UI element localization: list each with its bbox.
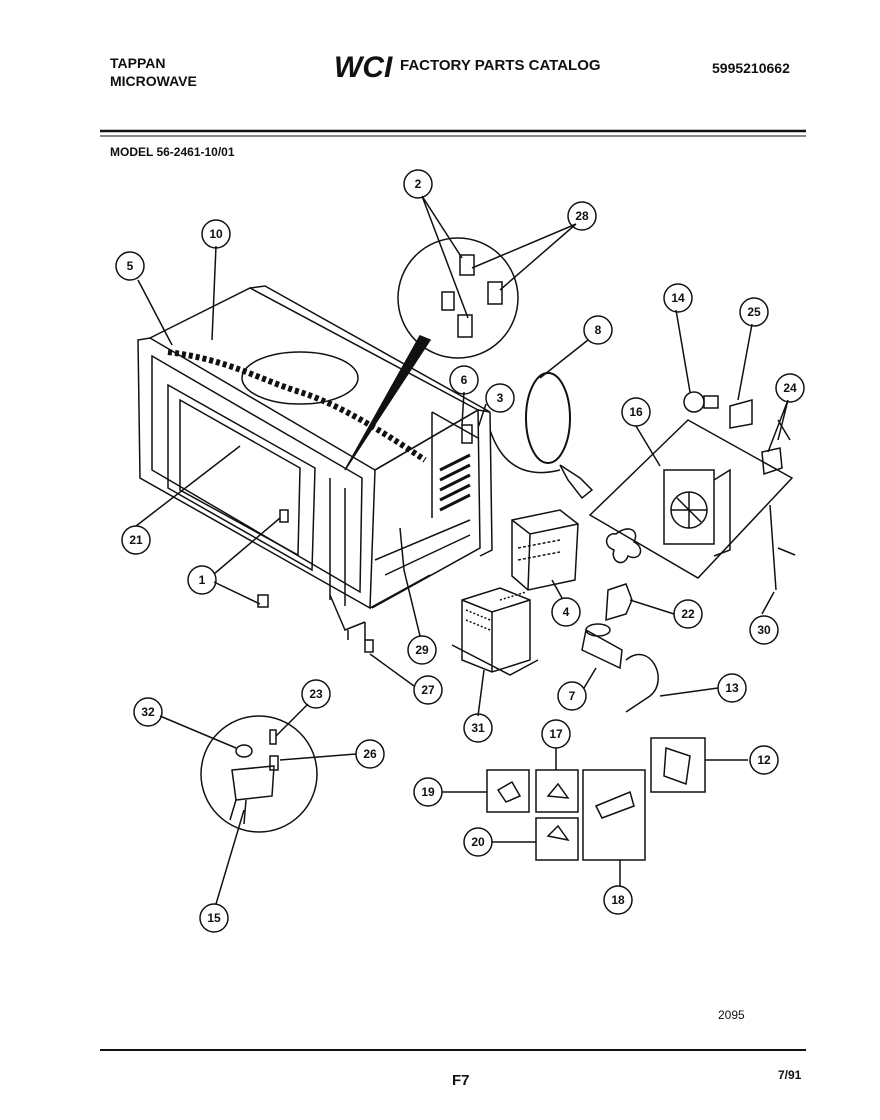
callout-10 bbox=[201, 219, 231, 249]
callout-27 bbox=[413, 675, 443, 705]
svg-text:WCI: WCI bbox=[334, 51, 393, 84]
callout-26 bbox=[355, 739, 385, 769]
callout-17 bbox=[541, 719, 571, 749]
callout-label-12: 12 bbox=[757, 753, 771, 767]
drawing-number: 2095 bbox=[718, 1008, 745, 1022]
callout-label-29: 29 bbox=[415, 643, 429, 657]
callout-5 bbox=[115, 251, 145, 281]
callout-label-24: 24 bbox=[783, 381, 797, 395]
fan-assembly-drawing bbox=[588, 419, 796, 591]
callout-label-27: 27 bbox=[421, 683, 435, 697]
callout-3 bbox=[485, 383, 515, 413]
callout-23 bbox=[301, 679, 331, 709]
callout-label-21: 21 bbox=[129, 533, 143, 547]
callout-label-10: 10 bbox=[209, 227, 223, 241]
callout-label-7: 7 bbox=[569, 689, 576, 703]
callout-14 bbox=[663, 283, 693, 313]
brand-name: TAPPAN bbox=[110, 55, 166, 71]
part-box-17 bbox=[535, 769, 579, 813]
lamp-socket-drawing bbox=[683, 391, 791, 476]
microwave-cabinet-drawing bbox=[137, 285, 493, 653]
callout-29 bbox=[407, 635, 437, 665]
callout-15 bbox=[199, 903, 229, 933]
callout-4 bbox=[551, 597, 581, 627]
callout-label-18: 18 bbox=[611, 893, 625, 907]
catalog-number: 5995210662 bbox=[712, 60, 790, 76]
part-box-20 bbox=[535, 817, 579, 861]
transformer-drawing bbox=[451, 587, 539, 676]
callout-label-30: 30 bbox=[757, 623, 771, 637]
callout-label-16: 16 bbox=[629, 405, 643, 419]
interlock-switch-inset bbox=[344, 237, 519, 471]
callout-label-28: 28 bbox=[575, 209, 589, 223]
callout-label-8: 8 bbox=[595, 323, 602, 337]
page-number: F7 bbox=[452, 1072, 470, 1089]
callout-label-26: 26 bbox=[363, 747, 377, 761]
magnetron-drawing bbox=[511, 509, 579, 591]
callout-circles bbox=[115, 169, 805, 933]
callout-30 bbox=[749, 615, 779, 645]
callout-label-3: 3 bbox=[497, 391, 504, 405]
callout-13 bbox=[717, 673, 747, 703]
callout-label-25: 25 bbox=[747, 305, 761, 319]
product-type: MICROWAVE bbox=[110, 73, 197, 89]
part-box-12 bbox=[650, 737, 706, 793]
callout-7 bbox=[557, 681, 587, 711]
power-cord-drawing bbox=[489, 372, 594, 500]
callout-18 bbox=[603, 885, 633, 915]
thermal-cutout-inset bbox=[200, 715, 318, 833]
capacitor-drawing bbox=[581, 583, 659, 713]
leader-lines bbox=[135, 195, 789, 905]
parts-boxes bbox=[486, 737, 706, 861]
callout-numbers: 5 10 2 28 8 6 3 21 1 29 27 31 4 16 14 25… bbox=[127, 177, 797, 925]
callout-22 bbox=[673, 599, 703, 629]
callout-label-2: 2 bbox=[415, 177, 422, 191]
callout-label-6: 6 bbox=[461, 373, 468, 387]
callout-2 bbox=[403, 169, 433, 199]
callout-label-14: 14 bbox=[671, 291, 685, 305]
callout-20 bbox=[463, 827, 493, 857]
callout-21 bbox=[121, 525, 151, 555]
callout-1 bbox=[187, 565, 217, 595]
part-box-19 bbox=[486, 769, 530, 813]
callout-label-5: 5 bbox=[127, 259, 134, 273]
callout-8 bbox=[583, 315, 613, 345]
callout-25 bbox=[739, 297, 769, 327]
date-code: 7/91 bbox=[778, 1068, 802, 1082]
callout-label-22: 22 bbox=[681, 607, 695, 621]
callout-label-32: 32 bbox=[141, 705, 155, 719]
callout-24 bbox=[775, 373, 805, 403]
callout-label-13: 13 bbox=[725, 681, 739, 695]
callout-19 bbox=[413, 777, 443, 807]
callout-label-1: 1 bbox=[199, 573, 206, 587]
callout-label-23: 23 bbox=[309, 687, 323, 701]
callout-label-4: 4 bbox=[563, 605, 570, 619]
callout-31 bbox=[463, 713, 493, 743]
callout-label-19: 19 bbox=[421, 785, 435, 799]
callout-32 bbox=[133, 697, 163, 727]
part-box-18 bbox=[582, 769, 646, 861]
callout-label-20: 20 bbox=[471, 835, 485, 849]
model-label: MODEL 56-2461-10/01 bbox=[110, 145, 235, 159]
wci-logo: WCI bbox=[334, 51, 393, 84]
callout-16 bbox=[621, 397, 651, 427]
callout-12 bbox=[749, 745, 779, 775]
callout-label-15: 15 bbox=[207, 911, 221, 925]
callout-label-17: 17 bbox=[549, 727, 563, 741]
callout-6 bbox=[449, 365, 479, 395]
callout-label-31: 31 bbox=[471, 721, 485, 735]
catalog-title: FACTORY PARTS CATALOG bbox=[400, 57, 601, 74]
callout-28 bbox=[567, 201, 597, 231]
